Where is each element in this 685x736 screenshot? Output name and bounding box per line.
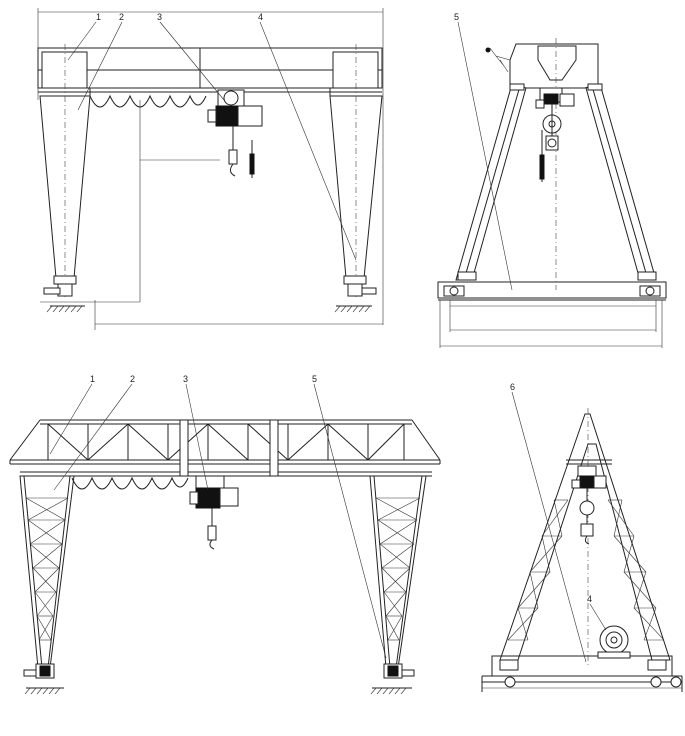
callout-1-truss: 1 [90,374,95,384]
callout-2: 2 [119,12,124,22]
view-single-girder-side: 5 [437,12,667,348]
callout-3-truss: 3 [183,374,188,384]
callout-2-truss: 2 [130,374,135,384]
view-truss-front: 1 2 3 5 [9,374,441,695]
callout-4-side: 4 [587,594,592,604]
callout-4: 4 [258,12,263,22]
callout-5: 5 [454,12,459,22]
callout-1: 1 [96,12,101,22]
callout-5-truss: 5 [312,374,317,384]
view-truss-side: 6 4 [481,382,683,692]
view-single-girder-front: 1 2 3 4 [37,8,384,330]
callout-6: 6 [510,382,515,392]
callout-3: 3 [157,12,162,22]
